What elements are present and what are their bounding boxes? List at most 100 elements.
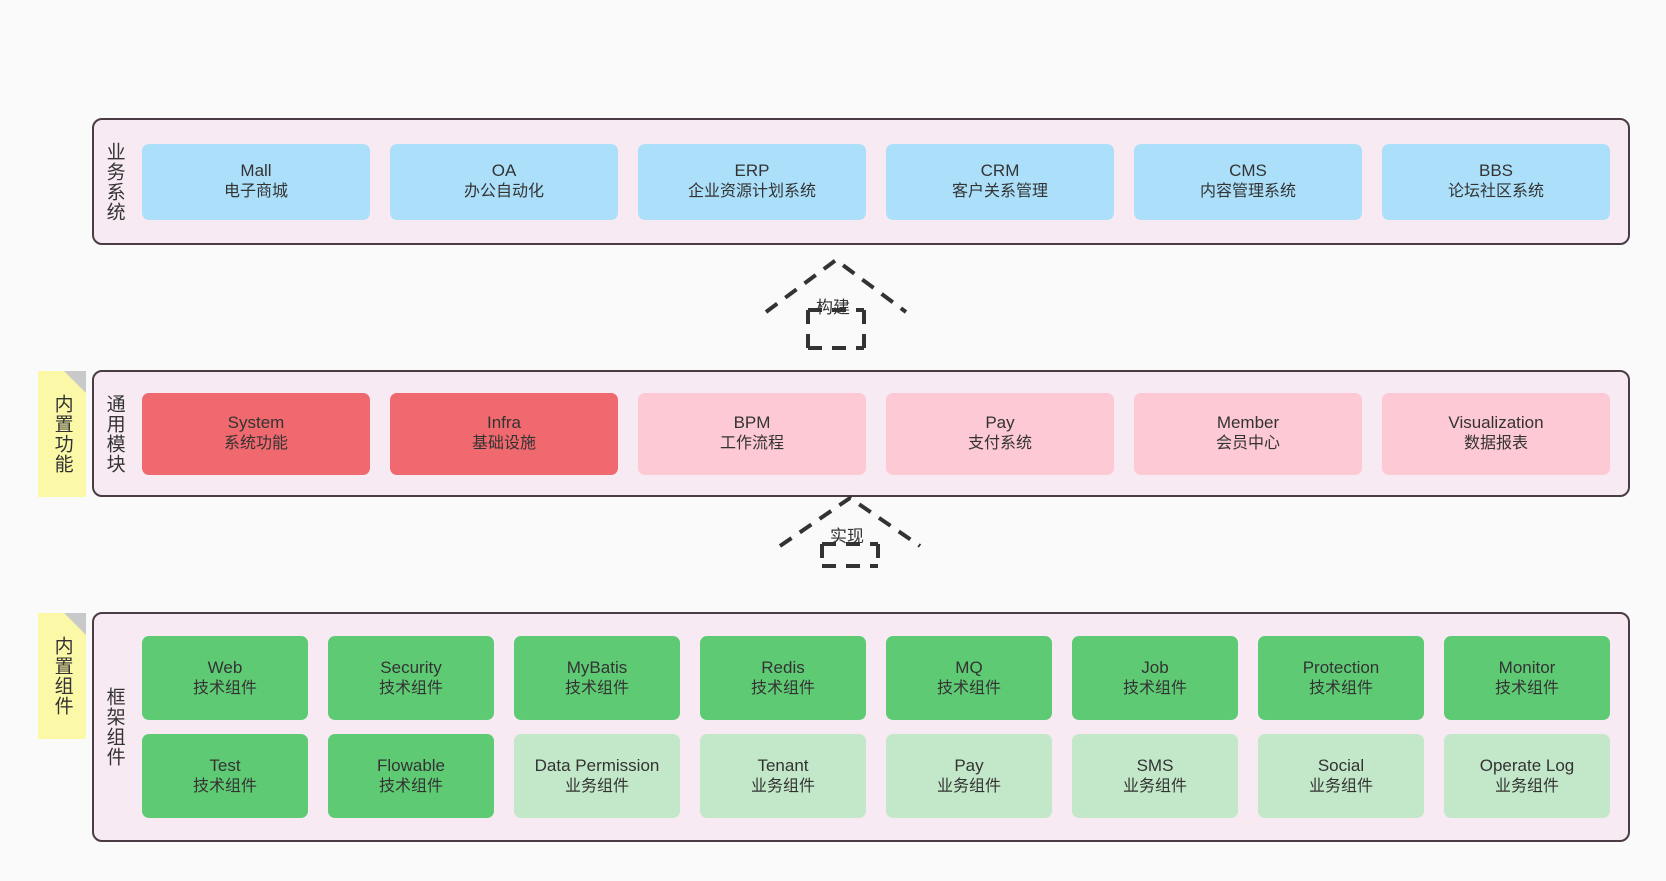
- node-erp[interactable]: ERP 企业资源计划系统: [638, 143, 866, 220]
- node-subtitle: 业务组件: [1122, 777, 1187, 795]
- node-title: Social: [1317, 755, 1365, 775]
- framework-layer-caption: 框架组件: [103, 687, 125, 767]
- node-visualization[interactable]: Visualization 数据报表: [1382, 392, 1610, 475]
- node-title: MyBatis: [566, 657, 628, 677]
- business-system-layer: 业务系统 Mall 电子商城 OA 办公自动化 ERP 企业资源计划系统 CRM 客户关系管理…: [92, 118, 1630, 245]
- business-node-grid: Mall 电子商城 OA 办公自动化 ERP 企业资源计划系统 CRM 客户关系管理 CMS 内容…: [134, 120, 1628, 243]
- node-subtitle: 基础设施: [471, 435, 536, 453]
- module-layer-caption: 通用模块: [103, 393, 125, 474]
- node-subtitle: 业务组件: [564, 777, 629, 795]
- node-title: OA: [491, 161, 517, 181]
- node-monitor[interactable]: Monitor 技术组件: [1444, 636, 1610, 720]
- node-protection[interactable]: Protection 技术组件: [1258, 636, 1424, 720]
- node-sms[interactable]: SMS 业务组件: [1072, 734, 1238, 818]
- node-test[interactable]: Test 技术组件: [142, 734, 308, 818]
- node-subtitle: 技术组件: [750, 679, 815, 697]
- node-title: Pay: [985, 413, 1015, 433]
- node-subtitle: 会员中心: [1215, 435, 1280, 453]
- module-node-grid: System 系统功能 Infra 基础设施 BPM 工作流程 Pay 支付系统 Member 会…: [134, 372, 1628, 495]
- node-mq[interactable]: MQ 技术组件: [886, 636, 1052, 720]
- node-redis[interactable]: Redis 技术组件: [700, 636, 866, 720]
- node-job[interactable]: Job 技术组件: [1072, 636, 1238, 720]
- builtin-function-tag: 内置功能: [38, 371, 86, 497]
- node-title: BBS: [1478, 161, 1514, 181]
- node-subtitle: 系统功能: [223, 435, 288, 453]
- node-title: ERP: [734, 161, 770, 181]
- node-subtitle: 业务组件: [936, 777, 1001, 795]
- node-subtitle: 业务组件: [750, 777, 815, 795]
- node-pay[interactable]: Pay 业务组件: [886, 734, 1052, 818]
- node-crm[interactable]: CRM 客户关系管理: [886, 143, 1114, 220]
- node-cms[interactable]: CMS 内容管理系统: [1134, 143, 1362, 220]
- node-subtitle: 电子商城: [223, 183, 288, 201]
- node-subtitle: 办公自动化: [463, 183, 544, 201]
- node-subtitle: 业务组件: [1494, 777, 1559, 795]
- business-node-row: Mall 电子商城 OA 办公自动化 ERP 企业资源计划系统 CRM 客户关系管理 CMS 内容…: [142, 143, 1610, 220]
- node-subtitle: 论坛社区系统: [1447, 183, 1544, 201]
- node-mall[interactable]: Mall 电子商城: [142, 143, 370, 220]
- node-subtitle: 业务组件: [1308, 777, 1373, 795]
- node-data-permission[interactable]: Data Permission 业务组件: [514, 734, 680, 818]
- node-title: Web: [207, 657, 243, 677]
- node-tenant[interactable]: Tenant 业务组件: [700, 734, 866, 818]
- node-flowable[interactable]: Flowable 技术组件: [328, 734, 494, 818]
- node-title: Data Permission: [534, 755, 660, 775]
- node-title: Member: [1216, 413, 1280, 433]
- node-subtitle: 技术组件: [1122, 679, 1187, 697]
- node-subtitle: 内容管理系统: [1199, 183, 1296, 201]
- common-module-layer: 通用模块 System 系统功能 Infra 基础设施 BPM 工作流程 Pay 支付系统 Me…: [92, 370, 1630, 497]
- node-title: Pay: [954, 755, 984, 775]
- implement-arrow-label: 实现: [830, 527, 864, 546]
- node-bbs[interactable]: BBS 论坛社区系统: [1382, 143, 1610, 220]
- node-subtitle: 技术组件: [378, 679, 443, 697]
- node-subtitle: 技术组件: [192, 679, 257, 697]
- node-oa[interactable]: OA 办公自动化: [390, 143, 618, 220]
- node-title: System: [227, 413, 285, 433]
- node-title: Redis: [761, 657, 805, 677]
- business-layer-caption: 业务系统: [103, 141, 125, 222]
- node-title: BPM: [733, 413, 771, 433]
- node-infra[interactable]: Infra 基础设施: [390, 392, 618, 475]
- node-member[interactable]: Member 会员中心: [1134, 392, 1362, 475]
- node-title: Visualization: [1448, 413, 1544, 433]
- node-operate-log[interactable]: Operate Log 业务组件: [1444, 734, 1610, 818]
- node-system[interactable]: System 系统功能: [142, 392, 370, 475]
- node-title: SMS: [1136, 755, 1174, 775]
- node-title: Flowable: [376, 755, 446, 775]
- node-subtitle: 客户关系管理: [951, 183, 1048, 201]
- node-subtitle: 技术组件: [1308, 679, 1373, 697]
- node-subtitle: 技术组件: [192, 777, 257, 795]
- build-arrow-label: 构建: [816, 298, 850, 317]
- node-title: CRM: [980, 161, 1020, 181]
- node-subtitle: 支付系统: [967, 435, 1032, 453]
- module-node-row: System 系统功能 Infra 基础设施 BPM 工作流程 Pay 支付系统 Member 会…: [142, 392, 1610, 475]
- node-bpm[interactable]: BPM 工作流程: [638, 392, 866, 475]
- node-social[interactable]: Social 业务组件: [1258, 734, 1424, 818]
- node-title: Protection: [1302, 657, 1380, 677]
- node-web[interactable]: Web 技术组件: [142, 636, 308, 720]
- node-security[interactable]: Security 技术组件: [328, 636, 494, 720]
- node-title: MQ: [955, 657, 983, 677]
- node-subtitle: 技术组件: [936, 679, 1001, 697]
- node-title: Mall: [240, 161, 272, 181]
- node-subtitle: 数据报表: [1463, 435, 1528, 453]
- node-subtitle: 工作流程: [719, 435, 784, 453]
- node-subtitle: 技术组件: [378, 777, 443, 795]
- node-subtitle: 技术组件: [1494, 679, 1559, 697]
- node-title: CMS: [1229, 161, 1267, 181]
- node-title: Operate Log: [1479, 755, 1575, 775]
- node-subtitle: 企业资源计划系统: [687, 183, 816, 201]
- node-title: Monitor: [1498, 657, 1556, 677]
- node-title: Infra: [486, 413, 522, 433]
- node-title: Test: [209, 755, 241, 775]
- node-title: Security: [380, 657, 442, 677]
- builtin-component-tag: 内置组件: [38, 613, 86, 739]
- node-title: Tenant: [757, 755, 809, 775]
- node-pay[interactable]: Pay 支付系统: [886, 392, 1114, 475]
- node-title: Job: [1141, 657, 1169, 677]
